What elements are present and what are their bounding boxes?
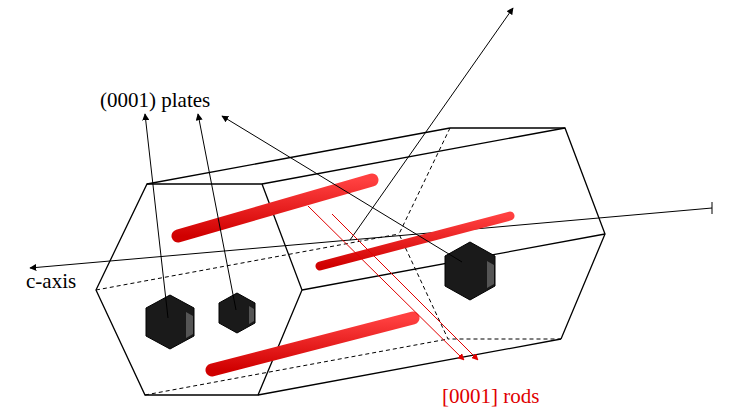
prism-outline [96, 128, 605, 395]
hexagonal-plates [146, 242, 495, 349]
rod-label: [0001] rods [442, 386, 539, 407]
hidden-edges [96, 128, 561, 395]
plate-highlights [186, 261, 494, 338]
axes [30, 8, 712, 268]
axis-label: c-axis [26, 271, 76, 292]
plate-label: (0001) plates [100, 90, 210, 111]
plate-leaders [145, 114, 462, 318]
rod-leaders [308, 206, 478, 360]
rods [178, 180, 510, 370]
